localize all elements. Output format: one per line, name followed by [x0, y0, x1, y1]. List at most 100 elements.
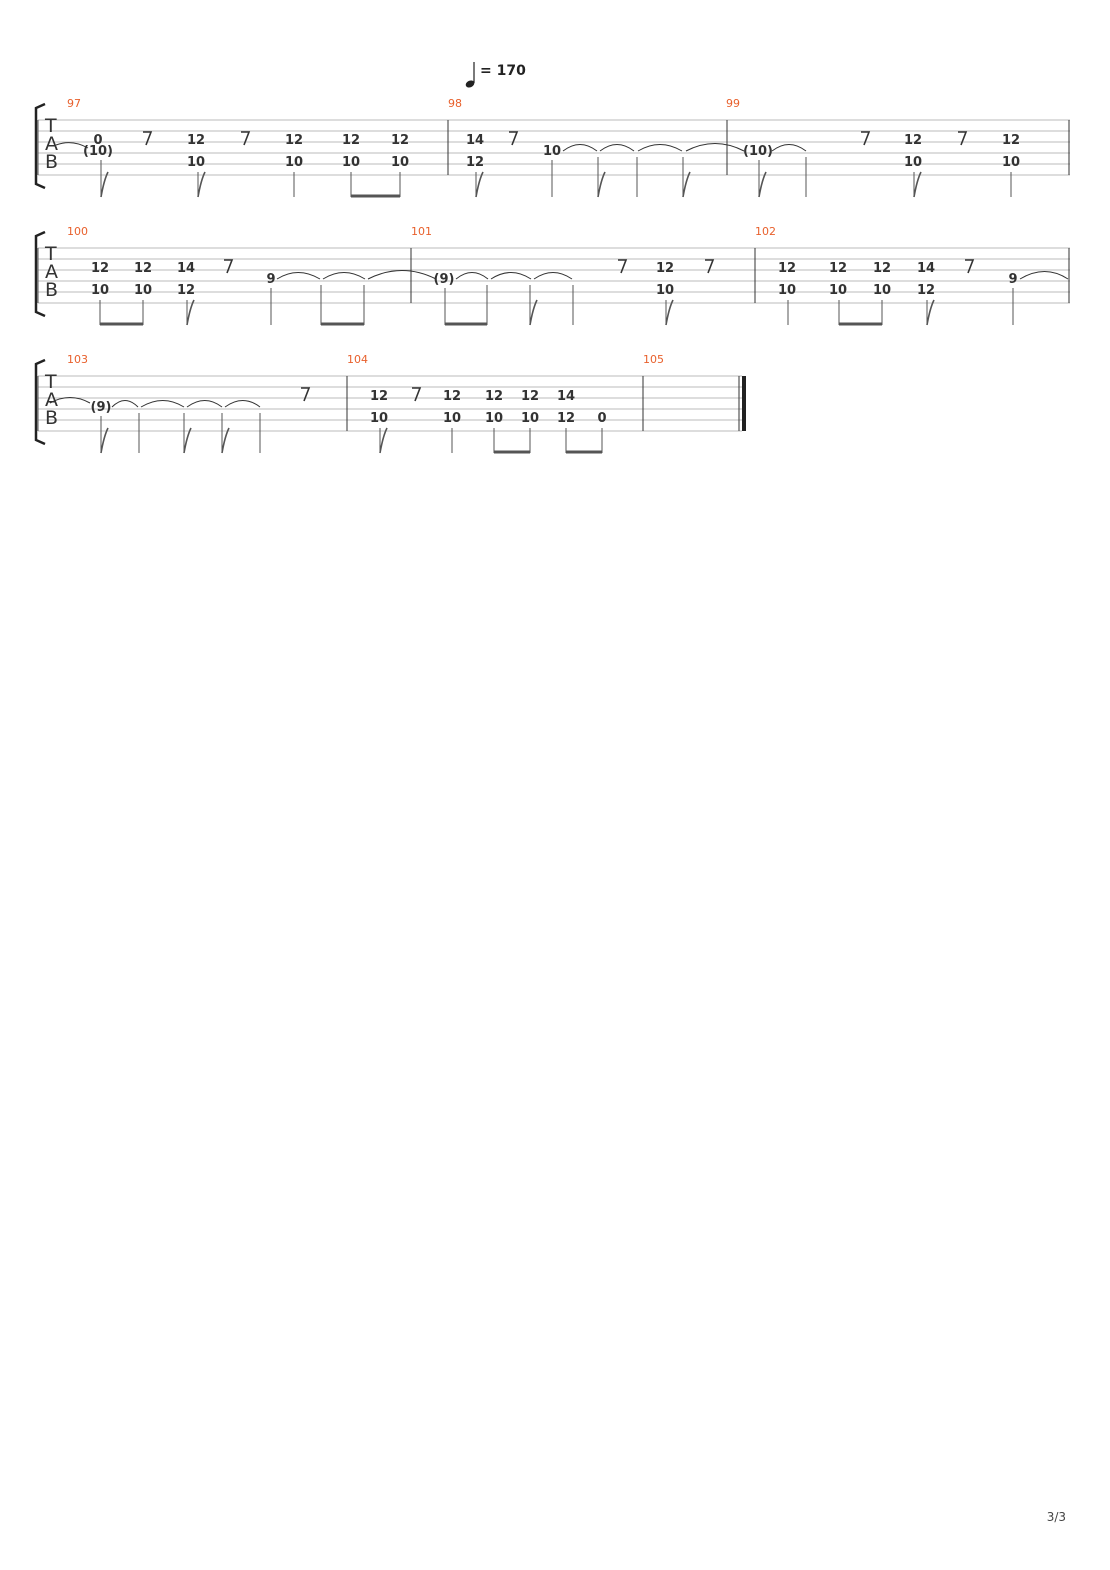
fret-number: 10 — [904, 155, 922, 170]
bar-number: 98 — [448, 97, 462, 110]
fret-number: 12 — [829, 261, 847, 276]
flags — [100, 427, 388, 454]
fret-number: 10 — [91, 283, 109, 298]
flags — [186, 299, 935, 326]
fret-number: 10 — [187, 155, 205, 170]
eighth-rest-icon — [965, 259, 975, 274]
eighth-rests — [143, 131, 968, 146]
eighth-rest-icon — [705, 259, 715, 274]
tab-clef-b: B — [45, 279, 58, 301]
bar-number: 100 — [67, 225, 88, 238]
bar-number: 105 — [643, 353, 664, 366]
fret-number: 12 — [466, 155, 484, 170]
fret-number: 10 — [443, 411, 461, 426]
stems — [99, 285, 1014, 325]
fret-number: 10 — [342, 155, 360, 170]
eighth-rest-icon — [143, 131, 153, 146]
eighth-rest-icon — [241, 131, 251, 146]
fret-number: 12 — [391, 133, 409, 148]
fret-number: 12 — [521, 389, 539, 404]
system-bracket — [34, 102, 46, 190]
flags — [100, 171, 922, 198]
fret-number: 12 — [557, 411, 575, 426]
fret-number: 12 — [342, 133, 360, 148]
bar-number: 99 — [726, 97, 740, 110]
system-bracket — [34, 230, 46, 318]
fret-number: 12 — [285, 133, 303, 148]
fret-number: 12 — [873, 261, 891, 276]
ties — [49, 397, 261, 408]
system-1: T A B 97 98 99 0 (10) 12 10 12 10 12 10 … — [34, 97, 1070, 198]
bar-number: 101 — [411, 225, 432, 238]
fret-number: 10 — [873, 283, 891, 298]
staff-lines — [38, 119, 1070, 176]
fret-number: 10 — [656, 283, 674, 298]
fret-number: 0 — [597, 411, 606, 426]
fret-number: 12 — [485, 389, 503, 404]
fret-number: 12 — [187, 133, 205, 148]
fret-number: 12 — [778, 261, 796, 276]
fret-number: 12 — [917, 283, 935, 298]
fret-number: 12 — [443, 389, 461, 404]
fret-number: 14 — [917, 261, 935, 276]
fret-number: (10) — [743, 144, 773, 159]
fret-number: 0 — [93, 133, 102, 148]
fret-number: 10 — [778, 283, 796, 298]
staff-lines — [38, 375, 742, 432]
fret-number: 12 — [656, 261, 674, 276]
tab-clef-a: A — [45, 133, 58, 155]
eighth-rest-icon — [224, 259, 234, 274]
fret-number: 14 — [466, 133, 484, 148]
fret-number: (10) — [83, 144, 113, 159]
fret-number: 10 — [543, 144, 561, 159]
fret-number: 9 — [266, 272, 275, 287]
tab-clef-b: B — [45, 151, 58, 173]
bar-number: 103 — [67, 353, 88, 366]
eighth-rests — [301, 387, 422, 402]
fret-number: 9 — [1008, 272, 1017, 287]
tempo-text: = 170 — [480, 63, 526, 79]
eighth-rest-icon — [861, 131, 871, 146]
fret-number: 10 — [829, 283, 847, 298]
fret-number: (9) — [434, 272, 455, 287]
fret-number: 10 — [391, 155, 409, 170]
eighth-rest-icon — [301, 387, 311, 402]
tab-clef-b: B — [45, 407, 58, 429]
eighth-rest-icon — [958, 131, 968, 146]
ties — [55, 142, 807, 152]
tab-clef-a: A — [45, 389, 58, 411]
eighth-rests — [224, 259, 975, 274]
tab-clef-t: T — [44, 243, 57, 265]
fret-number: 10 — [1002, 155, 1020, 170]
fret-number: 12 — [134, 261, 152, 276]
bar-number: 104 — [347, 353, 368, 366]
fret-number: 10 — [134, 283, 152, 298]
eighth-rest-icon — [618, 259, 628, 274]
fret-number: 10 — [521, 411, 539, 426]
fret-number: 10 — [285, 155, 303, 170]
system-bracket — [34, 358, 46, 446]
stems — [100, 157, 1012, 197]
bar-number: 97 — [67, 97, 81, 110]
quarter-note-icon — [465, 80, 475, 88]
fret-number: 14 — [557, 389, 575, 404]
fret-number: 12 — [1002, 133, 1020, 148]
fret-number: 10 — [370, 411, 388, 426]
page-number: 3/3 — [1046, 1510, 1066, 1524]
eighth-rest-icon — [412, 387, 422, 402]
fret-number: (9) — [91, 400, 112, 415]
fret-number: 12 — [904, 133, 922, 148]
tab-clef-t: T — [44, 115, 57, 137]
staff-lines — [38, 247, 1070, 304]
fret-number: 12 — [177, 283, 195, 298]
fret-number: 12 — [370, 389, 388, 404]
tab-clef-t: T — [44, 371, 57, 393]
fret-number: 14 — [177, 261, 195, 276]
fret-number: 10 — [485, 411, 503, 426]
tab-clef-a: A — [45, 261, 58, 283]
tempo-marking: = 170 — [465, 62, 526, 88]
system-2: T A B 100 101 102 12 10 12 10 14 12 9 (9… — [34, 225, 1070, 326]
ties — [276, 270, 1069, 280]
eighth-rest-icon — [509, 131, 519, 146]
